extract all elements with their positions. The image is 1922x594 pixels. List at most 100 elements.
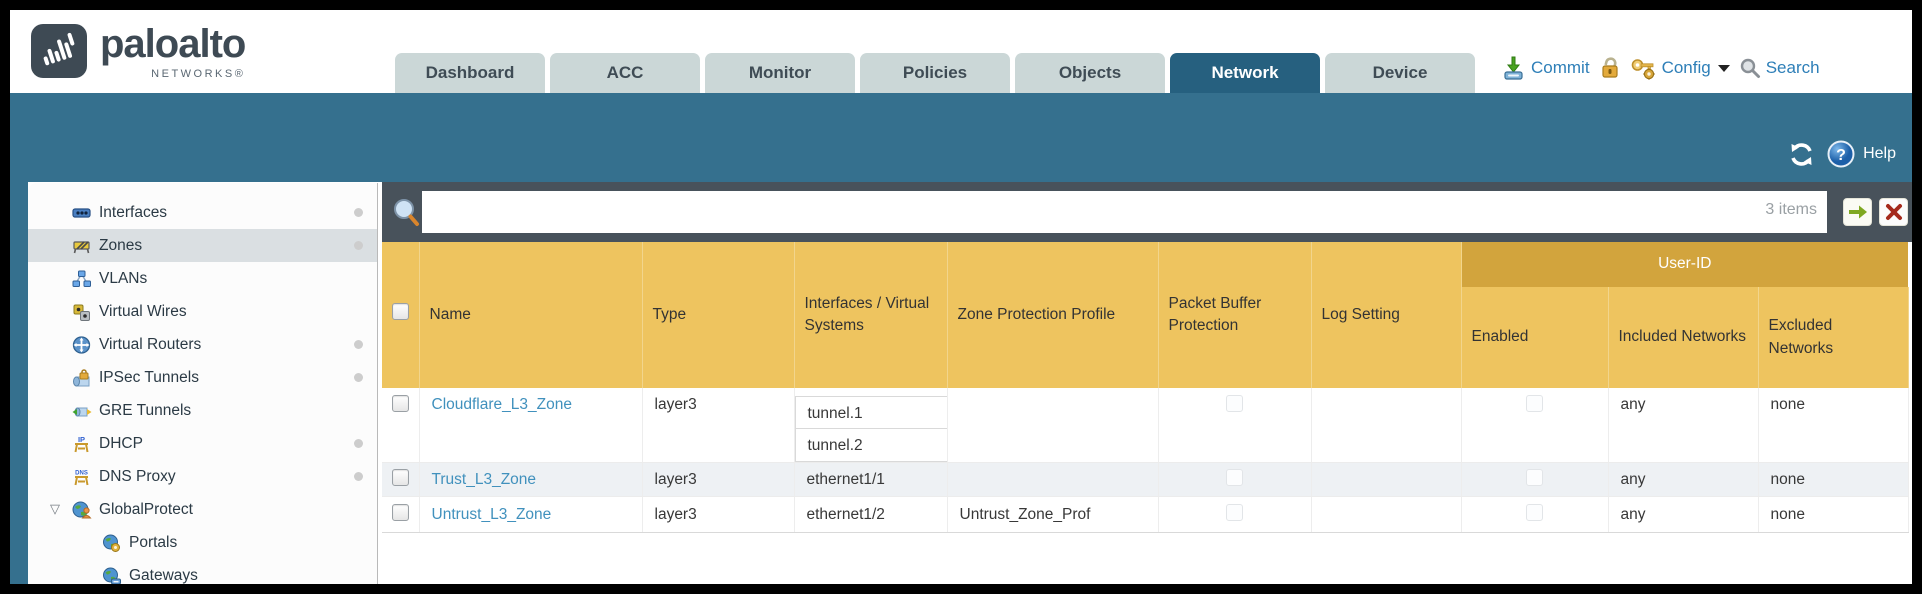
- sidebar-item-virtual-wires[interactable]: Virtual Wires: [28, 295, 377, 328]
- status-dot: [354, 373, 363, 382]
- commit-button[interactable]: Commit: [1502, 56, 1590, 80]
- row-select-cell: [382, 388, 420, 463]
- column-header-excluded-networks[interactable]: Excluded Networks: [1758, 287, 1909, 388]
- row-checkbox[interactable]: [391, 468, 409, 486]
- column-header-zone-protection-profile[interactable]: Zone Protection Profile: [947, 242, 1159, 388]
- svg-text:?: ?: [1836, 147, 1846, 164]
- expander-triangle-icon[interactable]: ▽: [50, 501, 60, 516]
- brand-name: paloalto: [100, 22, 246, 66]
- column-header-enabled[interactable]: Enabled: [1461, 287, 1609, 388]
- select-all-checkbox[interactable]: [391, 302, 409, 320]
- zone-name-link[interactable]: Trust_L3_Zone: [431, 470, 537, 488]
- tab-acc[interactable]: ACC: [550, 53, 700, 93]
- svg-text:DNS: DNS: [75, 470, 88, 476]
- clear-filter-button[interactable]: [1879, 198, 1908, 226]
- sidebar-item-label: Portals: [129, 533, 178, 551]
- cell-name: Trust_L3_Zone: [419, 462, 643, 497]
- cell-log-setting: [1311, 496, 1462, 533]
- column-group-user-id: User-ID: [1461, 242, 1909, 287]
- sidebar-item-gateways[interactable]: Gateways: [28, 559, 377, 584]
- help-button[interactable]: ? Help: [1827, 140, 1896, 168]
- zones-icon: [73, 240, 90, 253]
- cell-included-networks: any: [1608, 388, 1759, 463]
- tab-objects[interactable]: Objects: [1015, 53, 1165, 93]
- sidebar-item-label: GlobalProtect: [99, 500, 193, 518]
- help-label: Help: [1863, 145, 1896, 162]
- row-select-cell: [382, 496, 420, 533]
- column-header-interfaces-virtual-systems[interactable]: Interfaces / Virtual Systems: [794, 242, 948, 388]
- cell-zone-protection-profile: [947, 462, 1159, 497]
- ipsec-tunnels-icon: [73, 368, 90, 386]
- select-all-header: [382, 242, 420, 388]
- sidebar-item-zones[interactable]: Zones: [28, 229, 377, 262]
- header-actions: Commit: [1502, 50, 1820, 86]
- apply-filter-button[interactable]: [1843, 198, 1872, 226]
- sidebar-item-dns-proxy[interactable]: DNS DNS Proxy: [28, 460, 377, 493]
- filter-input[interactable]: [422, 191, 1827, 233]
- paloalto-logo: paloalto NETWORKS®: [30, 22, 246, 80]
- zone-name-link[interactable]: Cloudflare_L3_Zone: [431, 396, 572, 413]
- sidebar-item-label: Virtual Wires: [99, 302, 187, 320]
- sidebar-item-label: Zones: [99, 236, 143, 254]
- tab-device[interactable]: Device: [1325, 53, 1475, 93]
- enabled-checkbox[interactable]: [1526, 503, 1543, 521]
- config-icon: [1631, 58, 1655, 80]
- row-checkbox[interactable]: [391, 503, 409, 521]
- sidebar-item-portals[interactable]: Portals: [28, 526, 377, 559]
- tab-network[interactable]: Network: [1170, 53, 1320, 93]
- sidebar-item-interfaces[interactable]: Interfaces: [28, 196, 377, 229]
- filter-search-icon: [394, 199, 419, 226]
- cell-zone-protection-profile: [947, 388, 1159, 463]
- sidebar-item-globalprotect[interactable]: ▽ GlobalProtect: [28, 493, 377, 526]
- sidebar-item-vlans[interactable]: VLANs: [28, 262, 377, 295]
- sidebar-item-virtual-routers[interactable]: Virtual Routers: [28, 328, 377, 361]
- sidebar-item-label: VLANs: [99, 269, 148, 287]
- column-header-type[interactable]: Type: [642, 242, 795, 388]
- global-search-button[interactable]: Search: [1739, 57, 1820, 79]
- status-dot: [354, 241, 363, 250]
- lock-button[interactable]: [1599, 56, 1621, 80]
- sidebar-item-gre-tunnels[interactable]: GRE Tunnels: [28, 394, 377, 427]
- column-header-log-setting[interactable]: Log Setting: [1311, 242, 1462, 388]
- filter-bar: 3 items: [382, 182, 1912, 242]
- column-header-name[interactable]: Name: [419, 242, 643, 388]
- teal-band: ? Help: [10, 93, 1912, 182]
- paloalto-logo-icon: [31, 24, 87, 78]
- cell-type: layer3: [642, 388, 795, 463]
- row-checkbox[interactable]: [391, 395, 409, 412]
- sidebar-item-label: DNS Proxy: [99, 467, 176, 485]
- packet-buffer-checkbox[interactable]: [1226, 468, 1243, 486]
- packet-buffer-checkbox[interactable]: [1226, 395, 1243, 412]
- column-header-packet-buffer-protection[interactable]: Packet Buffer Protection: [1158, 242, 1312, 388]
- enabled-checkbox[interactable]: [1526, 395, 1543, 412]
- sidebar-item-ipsec-tunnels[interactable]: IPSec Tunnels: [28, 361, 377, 394]
- column-header-included-networks[interactable]: Included Networks: [1608, 287, 1759, 388]
- tab-policies[interactable]: Policies: [860, 53, 1010, 93]
- close-icon: [1885, 204, 1902, 220]
- virtual-wires-icon: [73, 304, 90, 321]
- config-button[interactable]: Config: [1630, 56, 1730, 81]
- tab-dashboard[interactable]: Dashboard: [395, 53, 545, 93]
- packet-buffer-checkbox[interactable]: [1226, 503, 1243, 521]
- zone-name-link[interactable]: Untrust_L3_Zone: [431, 505, 552, 523]
- sidebar-item-label: Gateways: [129, 566, 198, 584]
- tab-monitor[interactable]: Monitor: [705, 53, 855, 93]
- refresh-button[interactable]: [1788, 141, 1815, 168]
- cell-packet-buffer-protection: [1158, 496, 1312, 533]
- cell-type: layer3: [642, 496, 795, 533]
- dns-proxy-icon: DNS: [74, 470, 89, 485]
- enabled-checkbox[interactable]: [1526, 468, 1543, 486]
- gre-tunnels-icon: [72, 407, 92, 416]
- cell-user-id-enabled: [1461, 496, 1609, 533]
- sidebar-item-label: GRE Tunnels: [99, 401, 192, 419]
- status-dot: [354, 208, 363, 217]
- cell-user-id-enabled: [1461, 388, 1609, 463]
